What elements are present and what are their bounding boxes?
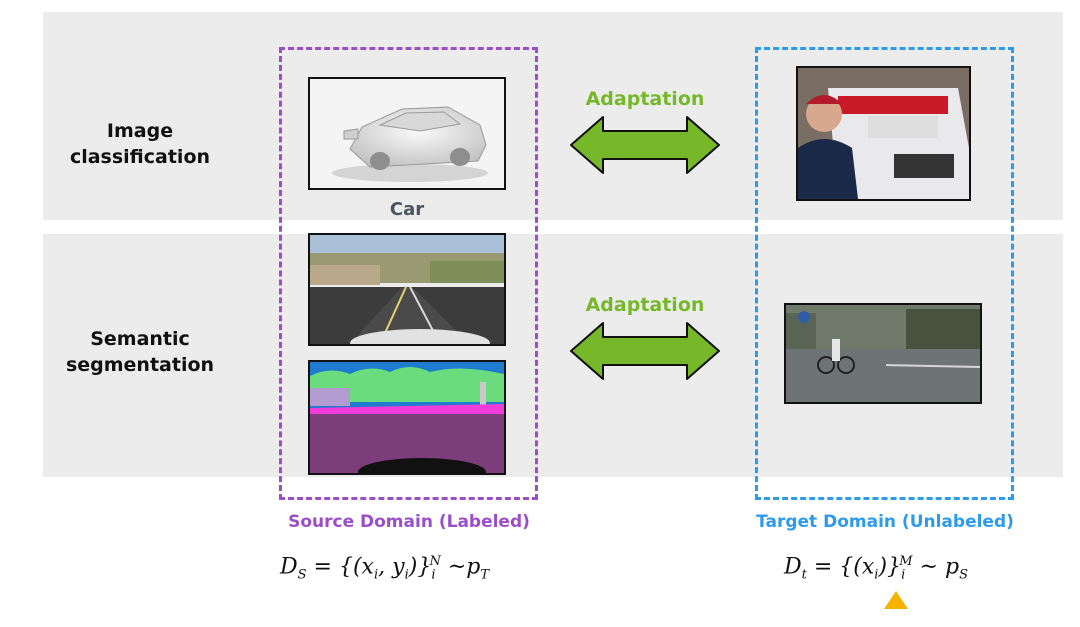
- source-formula-body: {(x: [338, 554, 374, 580]
- target-formula-close: )}: [878, 554, 902, 580]
- segmentation-map-graphic: [310, 362, 504, 473]
- row-label-segmentation-line1: Semantic: [90, 328, 190, 350]
- target-formula-eq: =: [806, 554, 840, 580]
- adaptation-label-bottom: Adaptation: [585, 294, 705, 316]
- street-scene-graphic: [786, 305, 980, 402]
- row-label-classification-line1: Image: [106, 120, 174, 142]
- target-formula-sup: M: [899, 554, 913, 569]
- target-formula: Dt = {(xi)}iM ~ pS: [784, 554, 968, 583]
- source-formula-tail: ~p: [440, 554, 481, 580]
- adaptation-label-top: Adaptation: [585, 88, 705, 110]
- target-domain-box: [755, 47, 1014, 500]
- source-formula-close: )}: [408, 554, 432, 580]
- row-label-classification-line2: classification: [69, 146, 211, 168]
- target-formula-lhs: D: [784, 554, 802, 580]
- source-car-image: [308, 77, 506, 190]
- target-photo-graphic: [798, 68, 969, 199]
- target-formula-body: {(x: [839, 554, 875, 580]
- row-label-segmentation: Semantic segmentation: [40, 326, 240, 378]
- source-formula-xi: i: [373, 567, 379, 583]
- target-street-image: [784, 303, 982, 404]
- target-photo-image: [796, 66, 971, 201]
- source-formula-sup: N: [429, 554, 441, 569]
- car-render-graphic: [332, 106, 488, 182]
- double-arrow-icon: [570, 322, 720, 380]
- target-formula-sub: i: [901, 567, 906, 583]
- car-label: Car: [389, 199, 425, 220]
- source-formula-lhs-sub: S: [297, 567, 307, 583]
- target-formula-tail-sub: S: [959, 567, 968, 583]
- target-formula-lhs-sub: t: [801, 567, 807, 583]
- target-domain-label: Target Domain (Unlabeled): [756, 512, 1014, 532]
- row-label-segmentation-line2: segmentation: [65, 354, 215, 376]
- source-domain-box: [279, 47, 538, 500]
- double-arrow-icon: [570, 116, 720, 174]
- row-label-classification: Image classification: [40, 118, 240, 170]
- source-formula-yi: i: [404, 567, 409, 583]
- target-formula-xi: i: [874, 567, 879, 583]
- source-formula: DS = {(xi, yi)}iN ~pT: [280, 554, 489, 583]
- source-formula-tail-sub: T: [480, 567, 490, 583]
- up-triangle-icon: [884, 591, 908, 609]
- source-formula-eq: =: [306, 554, 339, 580]
- source-domain-label: Source Domain (Labeled): [288, 512, 530, 532]
- driving-scene-graphic: [310, 235, 504, 344]
- source-formula-sub: i: [431, 567, 436, 583]
- source-segmentation-image: [308, 360, 506, 475]
- source-formula-lhs: D: [280, 554, 298, 580]
- target-formula-tail: ~ p: [912, 554, 960, 580]
- source-formula-comma: , y: [378, 554, 405, 580]
- source-driving-image: [308, 233, 506, 346]
